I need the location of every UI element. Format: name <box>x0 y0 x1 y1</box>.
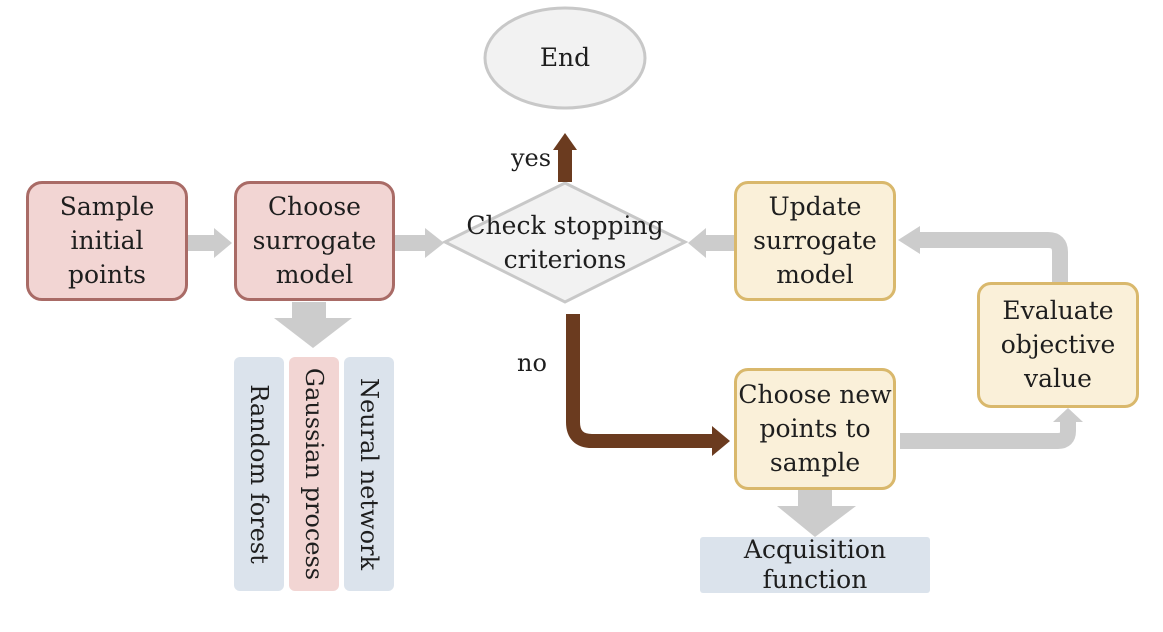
arrow-new-points-to-acquisition <box>777 488 856 537</box>
choose-new-points-box: Choose new points to sample <box>734 368 896 490</box>
arrow-evaluate-to-update <box>920 232 1068 282</box>
model-option-random-forest: Random forest <box>234 357 284 591</box>
check-stopping-diamond <box>441 181 689 304</box>
yes-label: yes <box>511 144 552 172</box>
sample-initial-points-box: Sample initial points <box>26 181 188 301</box>
arrow-update-to-check <box>688 228 734 258</box>
arrow-no-to-new-points <box>566 314 712 448</box>
end-node: End <box>539 43 591 72</box>
arrow-evaluate-to-update-head <box>898 226 920 254</box>
no-label: no <box>517 349 547 377</box>
model-option-neural-network: Neural network <box>344 357 394 591</box>
choose-surrogate-model-box: Choose surrogate model <box>234 181 395 301</box>
acquisition-function-box: Acquisition function <box>700 535 930 594</box>
evaluate-objective-value-box: Evaluate objective value <box>977 282 1139 408</box>
arrow-surrogate-to-check <box>395 228 444 258</box>
arrow-surrogate-to-models <box>274 302 352 348</box>
update-surrogate-model-box: Update surrogate model <box>734 181 896 301</box>
arrow-new-points-to-evaluate-head <box>1053 408 1083 422</box>
check-stopping-criterions-label: Check stopping criterions <box>466 211 664 274</box>
arrow-new-points-to-evaluate <box>900 422 1076 449</box>
arrow-no-to-new-points-head <box>712 426 730 456</box>
model-option-gaussian-process: Gaussian process <box>289 357 339 591</box>
end-node-shape <box>483 6 647 110</box>
arrow-yes-to-end <box>553 133 577 182</box>
arrow-sample-to-surrogate <box>188 228 232 258</box>
